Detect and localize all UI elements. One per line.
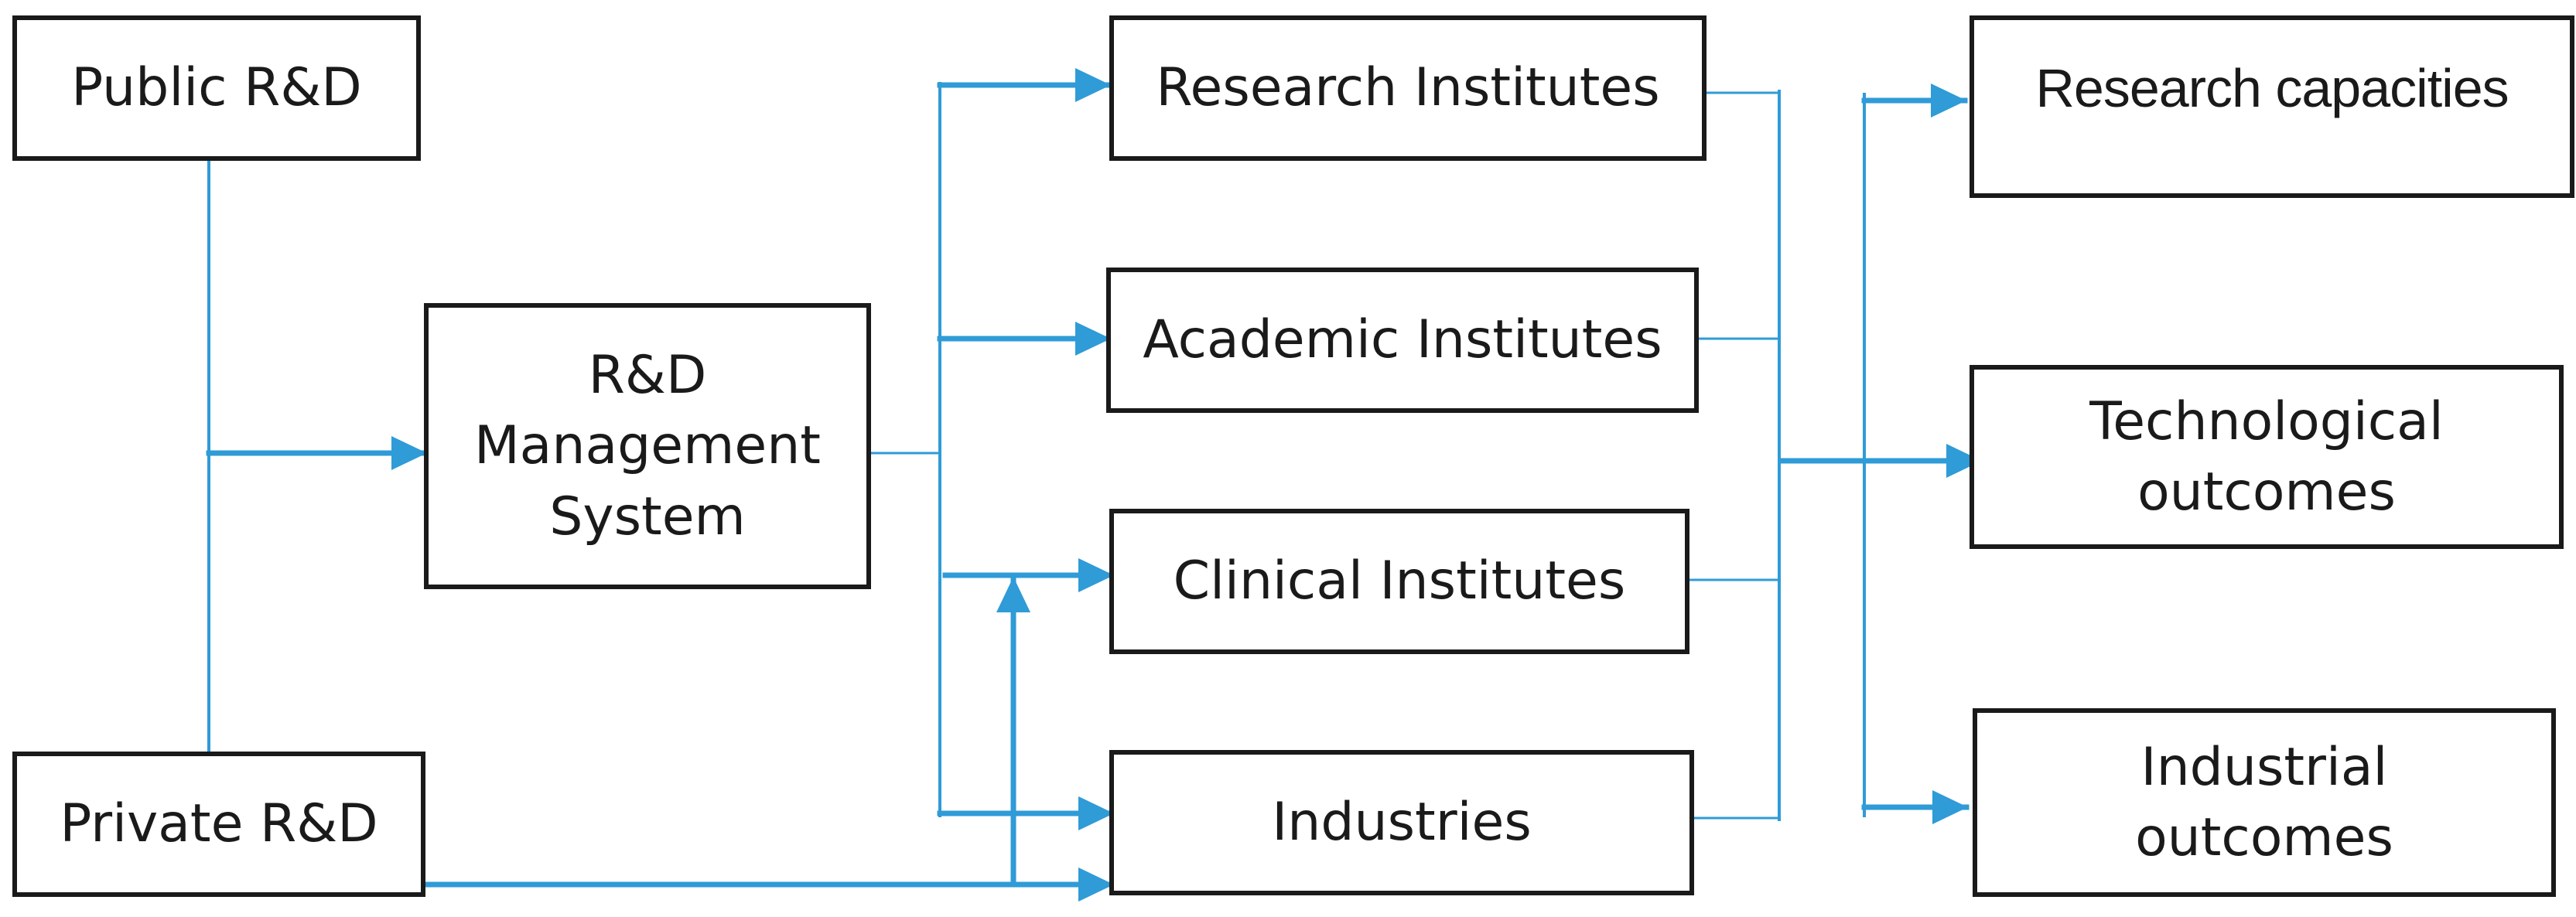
industrial-outcomes-label: Industrial outcomes (2135, 736, 2393, 868)
technological-outcomes-box: Technological outcomes (1970, 365, 2564, 549)
rd-management-label: R&D Management System (474, 345, 821, 547)
research-institutes-label: Research Institutes (1156, 57, 1660, 119)
research-capacities-label: Research capacities (2035, 58, 2509, 118)
industrial-outcomes-box: Industrial outcomes (1973, 708, 2556, 897)
academic-institutes-box: Academic Institutes (1106, 268, 1699, 413)
rd-management-box: R&D Management System (424, 303, 871, 589)
industries-label: Industries (1272, 792, 1532, 854)
research-capacities-box: Research capacities (1970, 15, 2574, 198)
technological-outcomes-label: Technological outcomes (2089, 390, 2444, 523)
private-rd-box: Private R&D (12, 752, 425, 897)
research-institutes-box: Research Institutes (1109, 15, 1707, 161)
public-rd-label: Public R&D (71, 57, 362, 119)
clinical-institutes-box: Clinical Institutes (1109, 509, 1689, 654)
industries-box: Industries (1109, 750, 1694, 895)
private-rd-label: Private R&D (60, 793, 378, 855)
public-rd-box: Public R&D (12, 15, 421, 161)
clinical-institutes-label: Clinical Institutes (1173, 551, 1626, 612)
academic-institutes-label: Academic Institutes (1143, 309, 1662, 371)
